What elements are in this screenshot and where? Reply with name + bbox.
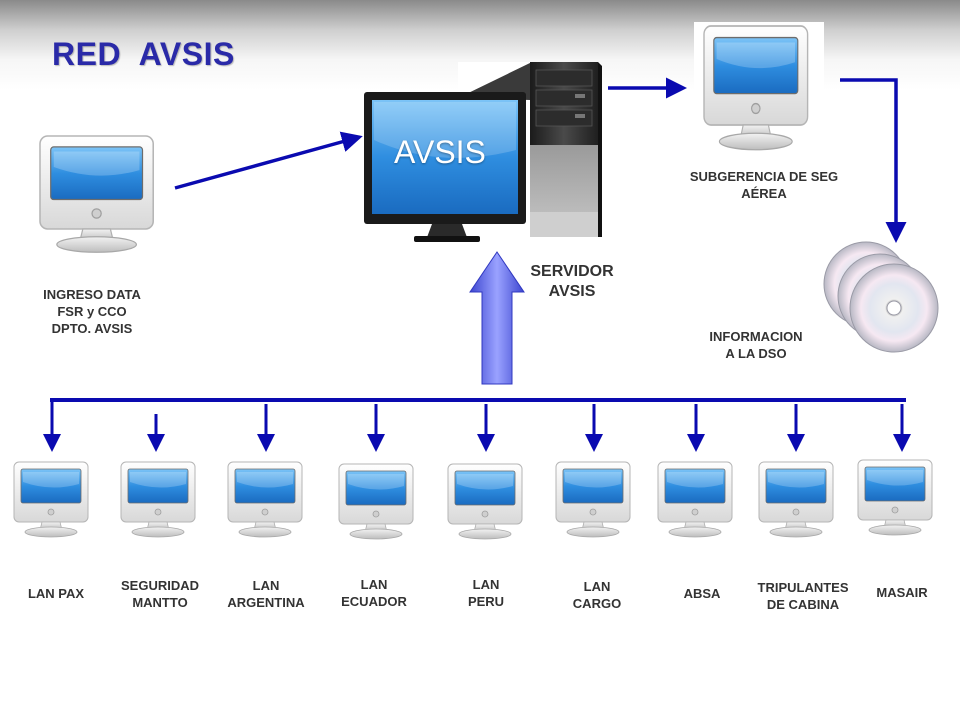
up-arrow-icon: [469, 251, 525, 385]
client-monitor-icon-seguridad-mantto: [120, 461, 196, 538]
informacion-label: INFORMACION A LA DSO: [709, 329, 803, 361]
ingreso-monitor-icon: [39, 135, 154, 254]
client-label-tripulantes: TRIPULANTES DE CABINA: [757, 580, 849, 612]
server-screen-text: AVSIS: [394, 134, 486, 170]
client-label-absa: ABSA: [683, 586, 721, 601]
client-monitor-icon-lan-ecuador: [338, 463, 414, 540]
client-monitor-icon-lan-cargo: [555, 461, 631, 538]
server-label: SERVIDOR AVSIS: [530, 263, 614, 300]
client-monitor-icon-lan-pax: [13, 461, 89, 538]
client-label-seguridad-mantto: SEGURIDAD MANTTO: [120, 578, 199, 610]
client-monitor-icon-lan-peru: [447, 463, 523, 540]
connector-subgerencia-to-discs: [840, 78, 907, 243]
connector-ingreso-to-server: [174, 131, 363, 190]
client-monitor-icon-lan-argentina: [227, 461, 303, 538]
server-tower-icon: [458, 62, 602, 237]
client-monitor-icon-masair: [857, 459, 933, 536]
client-label-lan-cargo: LAN CARGO: [572, 579, 622, 611]
client-monitor-icon-absa: [657, 461, 733, 538]
page-title: RED AVSIS: [52, 36, 235, 72]
cd-disc-icon: [823, 241, 939, 353]
client-drop-arrows: [43, 400, 911, 452]
client-label-lan-argentina: LAN ARGENTINA: [227, 578, 305, 610]
client-label-lan-pax: LAN PAX: [27, 586, 85, 601]
client-label-lan-peru: LAN PERU: [467, 577, 505, 609]
client-monitor-icon-tripulantes: [758, 461, 834, 538]
client-label-lan-ecuador: LAN ECUADOR: [341, 577, 407, 609]
client-label-masair: MASAIR: [876, 585, 928, 600]
server-monitor: [364, 92, 526, 242]
ingreso-label: INGRESO DATA FSR y CCO DPTO. AVSIS: [43, 287, 141, 336]
subgerencia-label: SUBGERENCIA DE SEG AÉREA: [689, 169, 839, 201]
